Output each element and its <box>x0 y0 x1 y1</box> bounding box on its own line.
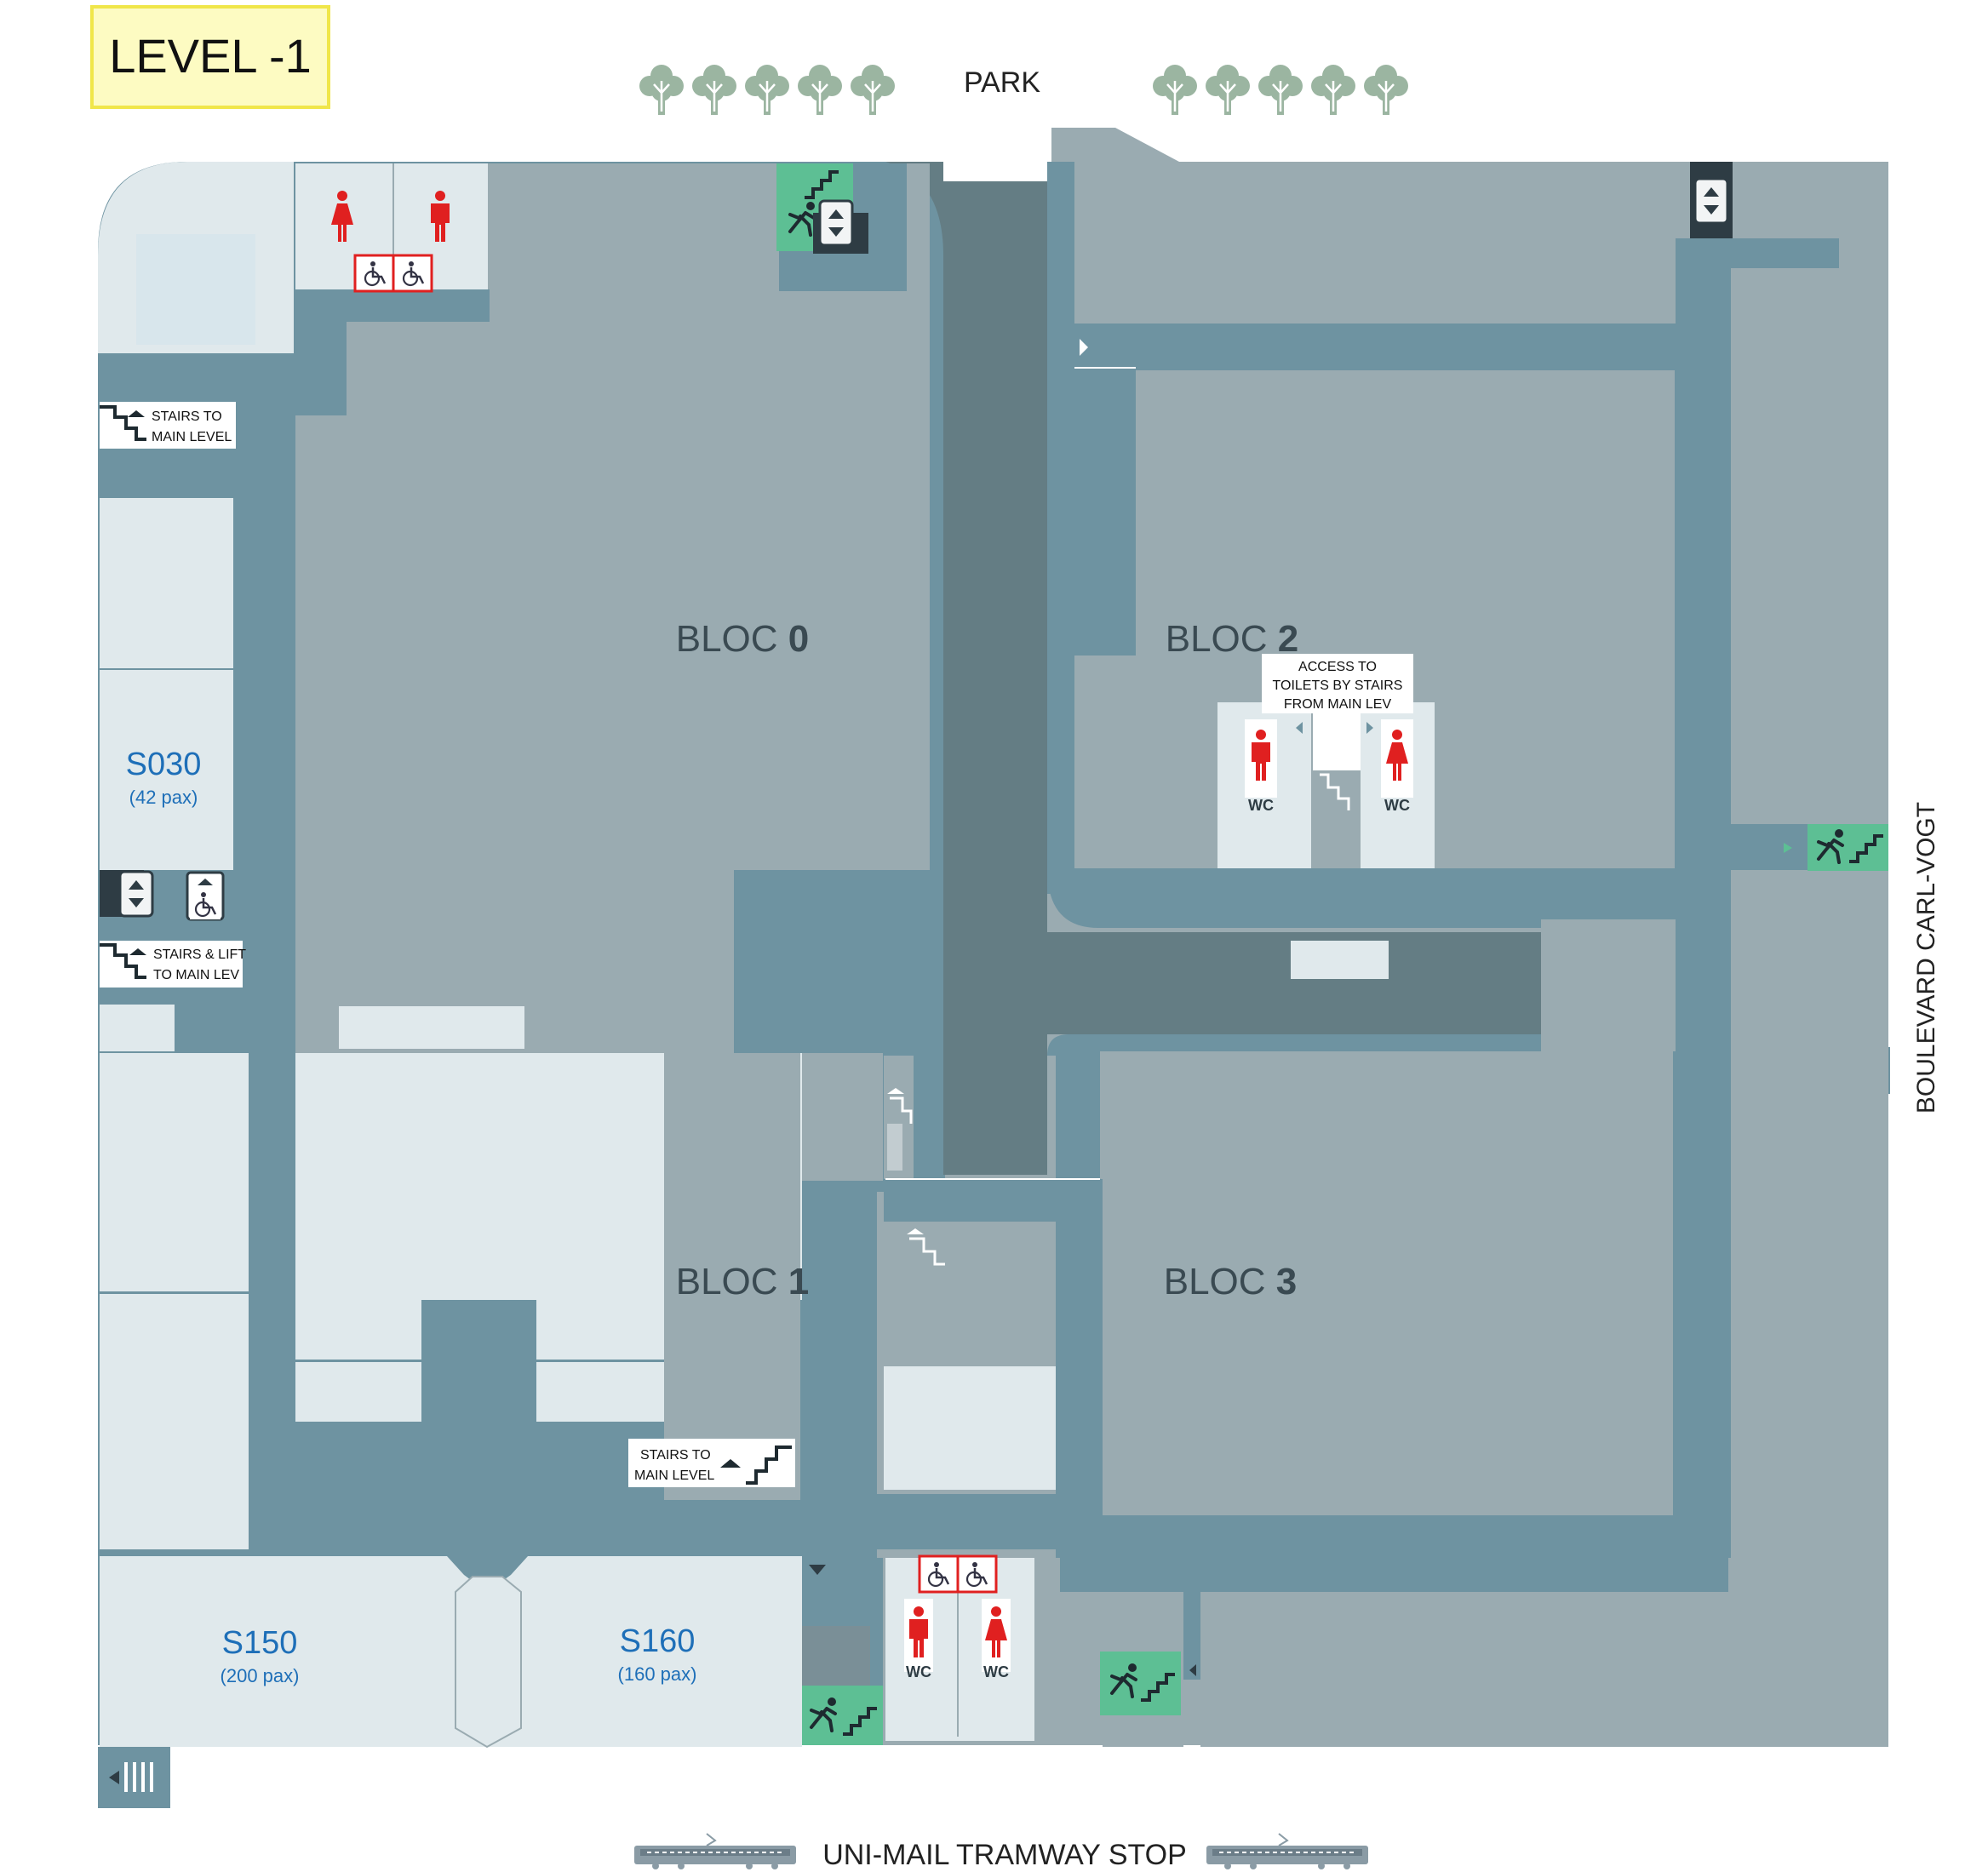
toilets-access-line-3: FROM MAIN LEV <box>1284 697 1392 712</box>
room-s150-capacity: (200 pax) <box>221 1665 300 1686</box>
park-entrance <box>943 157 1047 181</box>
bloc-1-stairs <box>887 1088 945 1266</box>
toilets-bloc-2: WC WC <box>1245 702 1413 814</box>
stairs-sign-top-line-1: STAIRS TO <box>152 409 222 424</box>
stairs-sign-bottom-line-2: MAIN LEVEL <box>634 1468 714 1483</box>
park-trees-left <box>638 63 897 117</box>
toilets-access-line-1: ACCESS TO <box>1298 660 1377 674</box>
wc-label: WC <box>906 1663 931 1680</box>
room-s160-name[interactable]: S160 <box>620 1623 696 1659</box>
room-s030-capacity: (42 pax) <box>129 787 198 808</box>
toilets-top <box>331 191 450 293</box>
elevator-icon[interactable] <box>1693 177 1729 225</box>
tree-icon <box>1362 63 1410 117</box>
stair-marker <box>887 1124 902 1171</box>
elevator-icon[interactable] <box>818 199 854 247</box>
stairs-lift-sign-line-2: TO MAIN LEV <box>153 968 239 982</box>
exit-marker <box>1189 1664 1196 1676</box>
bloc-1-area <box>295 870 1056 1549</box>
tree-icon <box>690 63 738 117</box>
stairs-sign-top: STAIRS TO MAIN LEVEL <box>100 402 236 449</box>
tramway-label: UNI-MAIL TRAMWAY STOP <box>822 1839 1187 1871</box>
room-s150-name[interactable]: S150 <box>222 1625 298 1661</box>
tram-icon <box>1206 1833 1369 1870</box>
tree-icon <box>638 63 685 117</box>
stairs-sign-top-line-2: MAIN LEVEL <box>152 430 232 444</box>
bloc-3-area <box>1103 870 1888 1747</box>
tram-icon <box>633 1833 797 1870</box>
toilets-access-sign: ACCESS TO TOILETS BY STAIRS FROM MAIN LE… <box>1262 654 1413 713</box>
bloc-3-label: BLOC 3 <box>1164 1261 1298 1302</box>
wheelchair-icon <box>188 887 222 921</box>
tree-icon <box>796 63 844 117</box>
stairs-sign-bottom: STAIRS TO MAIN LEVEL <box>628 1439 795 1487</box>
level-label-box <box>90 5 330 109</box>
wheelchair-icon <box>960 1557 994 1591</box>
bloc-2-label: BLOC 2 <box>1166 618 1299 660</box>
stairs-sign-bottom-line-1: STAIRS TO <box>640 1448 711 1463</box>
toilets-access-line-2: TOILETS BY STAIRS <box>1273 678 1403 693</box>
level-label: LEVEL -1 <box>109 29 312 83</box>
tree-icon <box>849 63 897 117</box>
tree-icon <box>1257 63 1304 117</box>
bloc-0-label: BLOC 0 <box>676 618 810 660</box>
boulevard-label: BOULEVARD CARL-VOGT <box>1912 802 1940 1113</box>
park-label: PARK <box>964 66 1040 99</box>
stairs-lift-sign-line-1: STAIRS & LIFT <box>153 947 246 962</box>
room-s030-name[interactable]: S030 <box>126 747 202 782</box>
bloc-1-label: BLOC 1 <box>676 1261 810 1302</box>
tree-icon <box>743 63 791 117</box>
wc-label: WC <box>983 1663 1009 1680</box>
room-s160-capacity: (160 pax) <box>618 1663 697 1685</box>
wc-label: WC <box>1384 797 1410 814</box>
bloc-0-area <box>295 163 930 913</box>
tree-icon <box>1309 63 1357 117</box>
left-rooms <box>100 498 249 1549</box>
stairs-lift-sign: STAIRS & LIFT TO MAIN LEV <box>100 941 246 988</box>
wheelchair-icon <box>396 256 430 290</box>
toilets-bottom: WC WC <box>809 1554 1011 1680</box>
entrance-marker <box>1080 339 1088 356</box>
wheelchair-icon <box>358 256 392 290</box>
bottom-rooms <box>98 1556 1060 1808</box>
elevator-icon[interactable] <box>118 870 154 918</box>
tree-icon <box>1204 63 1252 117</box>
park-trees-right <box>1151 63 1410 117</box>
tree-icon <box>1151 63 1199 117</box>
wc-label: WC <box>1248 797 1274 814</box>
wheelchair-icon <box>921 1557 955 1591</box>
corner-room-inner <box>136 234 255 345</box>
